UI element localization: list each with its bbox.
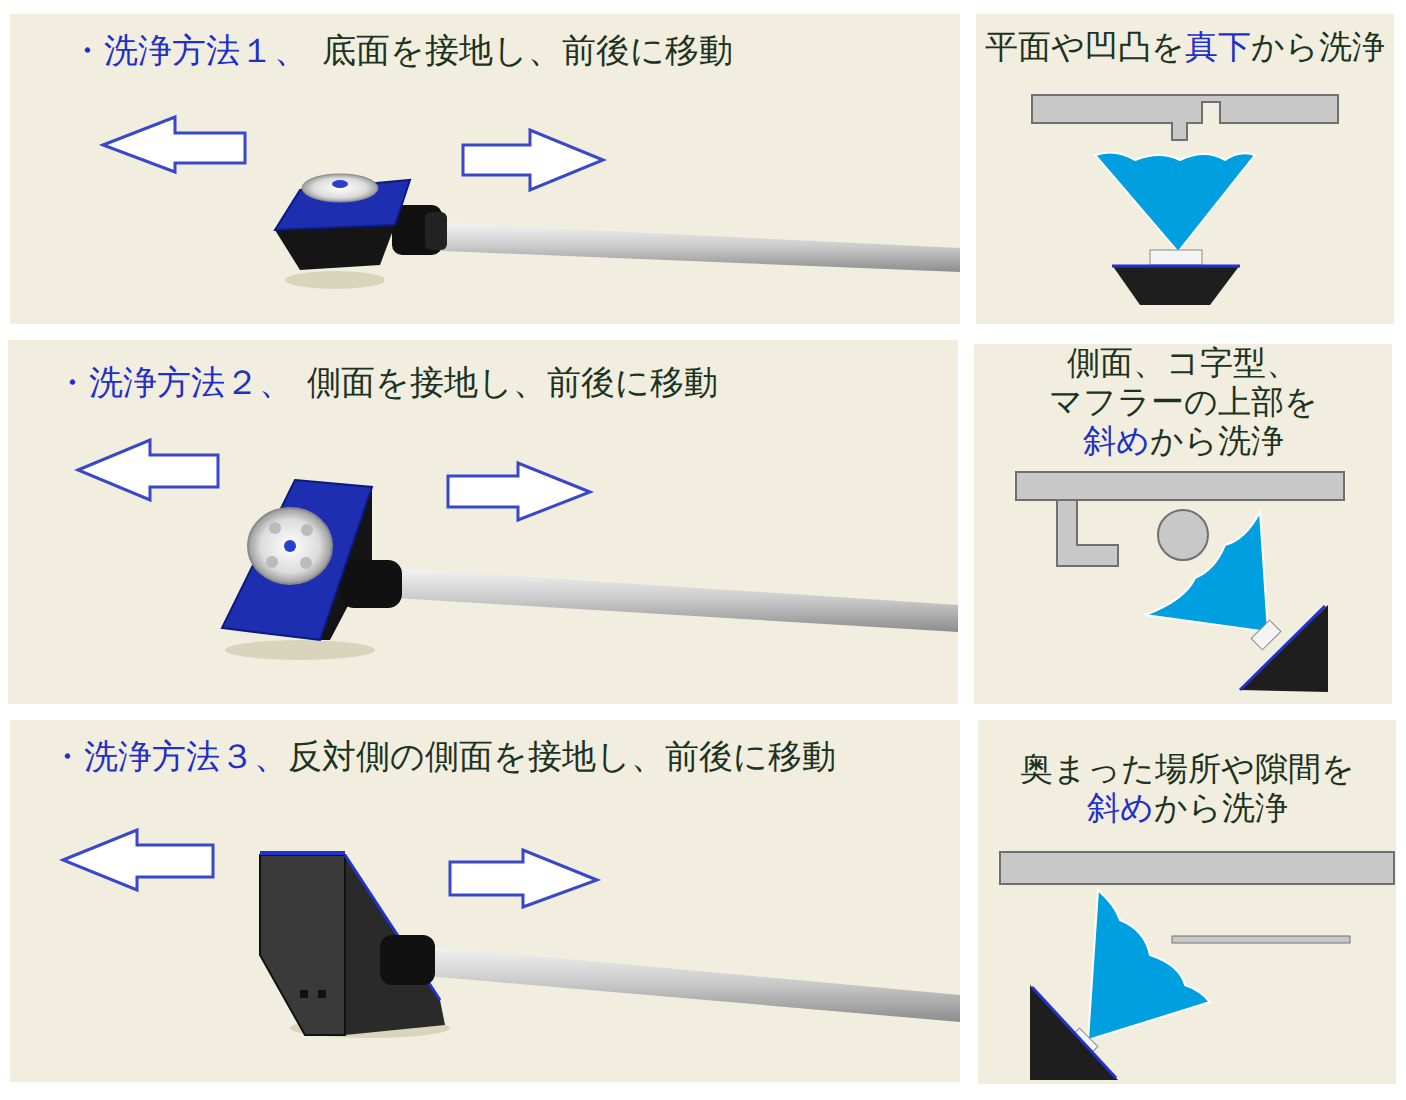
water-spray	[1095, 152, 1255, 252]
panel-text: 側面、コ字型、 マフラーの上部を	[1033, 344, 1333, 422]
cleaner-device	[275, 174, 960, 289]
nozzle	[1150, 250, 1202, 265]
cleaner-device	[222, 480, 958, 660]
text-line: ・洗浄方法２、側面を接地し、前後に移動	[55, 362, 935, 402]
left-arrow	[103, 117, 245, 172]
surface-section	[1000, 852, 1394, 884]
plate-section	[1172, 936, 1350, 943]
text-group: ・洗浄方法２、側面を接地し、前後に移動	[55, 362, 935, 402]
surface-section	[1016, 472, 1344, 500]
text-line: ・洗浄方法１、底面を接地し、前後に移動	[70, 30, 950, 70]
muffler-section	[1158, 510, 1208, 560]
panel-text: 側面を接地し、前後に移動	[307, 362, 718, 402]
panel-text: 反対側の側面を接地し、前後に移動	[288, 736, 836, 776]
text-group: ・洗浄方法１、底面を接地し、前後に移動	[70, 30, 950, 70]
nozzle	[1251, 620, 1281, 650]
channel-section	[1057, 500, 1118, 566]
panel-text: から洗浄	[1154, 788, 1288, 827]
left-arrow	[78, 440, 218, 500]
cleaner-device	[260, 853, 960, 1038]
right-arrow	[450, 850, 597, 907]
panel-text: 平面や凹凸を	[985, 27, 1185, 66]
method-panel: ・洗浄方法１、底面を接地し、前後に移動	[10, 14, 960, 324]
emphasis-text: ・洗浄方法３、	[50, 736, 288, 776]
surface-section	[1032, 95, 1338, 140]
method-panel: 奥まった場所や隙間を斜めから洗浄	[978, 720, 1396, 1084]
text-line: 側面、コ字型、 マフラーの上部を	[974, 344, 1392, 422]
panel-text: から洗浄	[1150, 421, 1284, 460]
text-group: 側面、コ字型、 マフラーの上部を斜めから洗浄	[974, 344, 1392, 461]
text-group: ・洗浄方法３、反対側の側面を接地し、前後に移動	[50, 736, 950, 776]
emphasis-text: 斜め	[1083, 421, 1150, 460]
panel-text: 奥まった場所や隙間を	[1020, 749, 1355, 788]
emphasis-text: 斜め	[1087, 788, 1154, 827]
method-panel: ・洗浄方法２、側面を接地し、前後に移動	[8, 340, 958, 704]
text-line: 斜めから洗浄	[974, 422, 1392, 461]
nozzle-base	[1240, 605, 1328, 692]
emphasis-text: 真下	[1185, 27, 1251, 66]
text-line: 平面や凹凸を真下から洗浄	[976, 28, 1394, 67]
emphasis-text: ・洗浄方法２、	[55, 362, 293, 402]
method-panel: 平面や凹凸を真下から洗浄	[976, 14, 1394, 324]
panel-text: から洗浄	[1251, 27, 1385, 66]
water-spray	[1088, 890, 1210, 1040]
right-arrow	[448, 463, 590, 520]
water-spray	[1145, 512, 1268, 632]
panel-text: 底面を接地し、前後に移動	[322, 30, 733, 70]
method-panel: ・洗浄方法３、反対側の側面を接地し、前後に移動	[10, 720, 960, 1082]
right-arrow	[463, 130, 603, 190]
method-panel: 側面、コ字型、 マフラーの上部を斜めから洗浄	[974, 344, 1392, 704]
emphasis-text: ・洗浄方法１、	[70, 30, 308, 70]
text-line: 奥まった場所や隙間を	[978, 750, 1396, 789]
text-line: ・洗浄方法３、反対側の側面を接地し、前後に移動	[50, 736, 950, 776]
left-arrow	[63, 830, 213, 890]
text-line: 斜めから洗浄	[978, 789, 1396, 828]
nozzle-base	[1112, 265, 1240, 305]
text-group: 平面や凹凸を真下から洗浄	[976, 28, 1394, 67]
text-group: 奥まった場所や隙間を斜めから洗浄	[978, 750, 1396, 828]
nozzle-base	[1030, 985, 1118, 1080]
nozzle	[1068, 1028, 1098, 1058]
